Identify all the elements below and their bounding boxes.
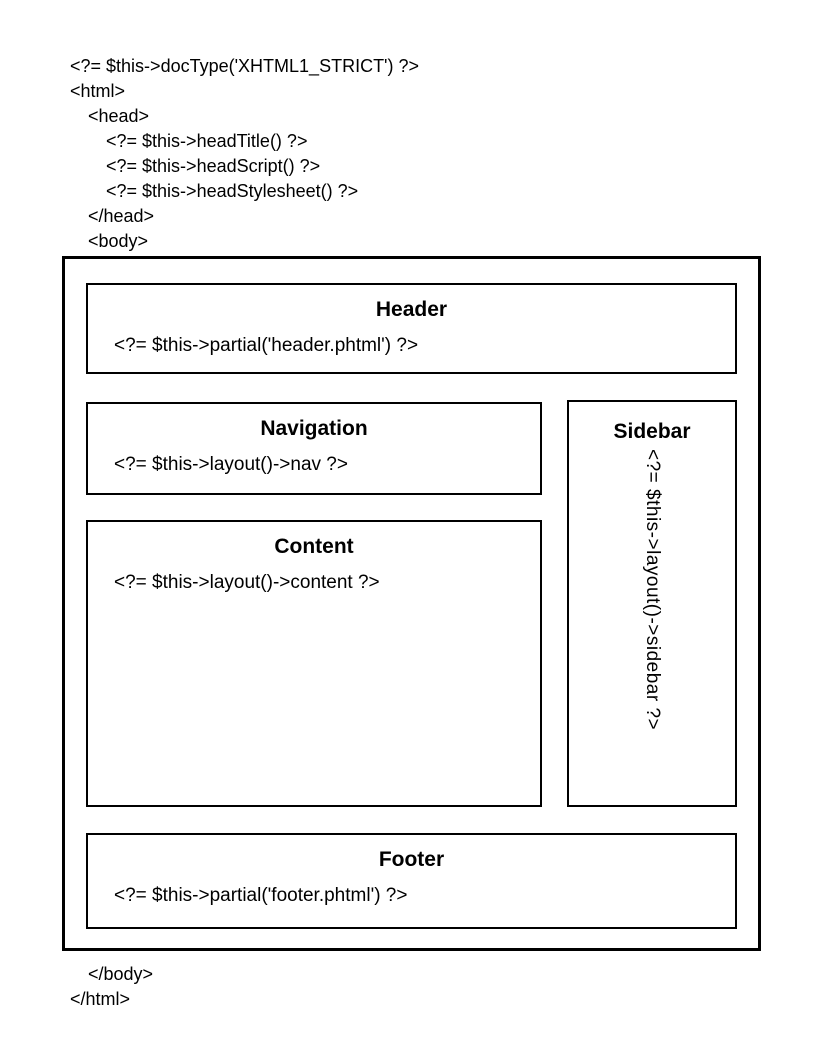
sidebar-region-code: <?= $this->layout()->sidebar ?> [642,449,663,731]
footer-region-code: <?= $this->partial('footer.phtml') ?> [114,885,408,906]
navigation-region-title: Navigation [260,417,368,440]
code-line-doctype: <?= $this->docType('XHTML1_STRICT') ?> [70,56,420,76]
sidebar-vertical-wrap: <?= $this->layout()->sidebar ?> [569,449,735,730]
navigation-region-code: <?= $this->layout()->nav ?> [114,454,348,475]
code-line-head-title: <?= $this->headTitle() ?> [106,131,308,151]
content-region-box: Content <?= $this->layout()->content ?> [86,520,542,807]
code-line-body-open: <body> [88,231,149,251]
content-region-title: Content [274,535,354,558]
code-line-html-open: <html> [70,81,126,101]
code-line-head-stylesheet: <?= $this->headStylesheet() ?> [106,181,359,201]
header-region-box: Header <?= $this->partial('header.phtml'… [86,283,737,374]
layout-diagram-frame: Header <?= $this->partial('header.phtml'… [62,256,761,951]
code-block-bottom: </body> </html> [70,962,153,1012]
footer-region-title: Footer [378,848,445,871]
content-region-code: <?= $this->layout()->content ?> [114,572,380,593]
code-line-head-close: </head> [88,206,155,226]
code-line-head-script: <?= $this->headScript() ?> [106,156,321,176]
sidebar-region-title: Sidebar [613,420,691,443]
header-region-code: <?= $this->partial('header.phtml') ?> [114,335,419,356]
footer-region-box: Footer <?= $this->partial('footer.phtml'… [86,833,737,929]
code-line-head-open: <head> [88,106,150,126]
navigation-region-box: Navigation <?= $this->layout()->nav ?> [86,402,542,495]
code-line-html-close: </html> [70,989,131,1009]
code-line-body-close: </body> [88,964,154,984]
sidebar-region-box: Sidebar <?= $this->layout()->sidebar ?> [567,400,737,807]
code-block-top: <?= $this->docType('XHTML1_STRICT') ?> <… [70,54,419,254]
header-region-title: Header [375,298,448,321]
